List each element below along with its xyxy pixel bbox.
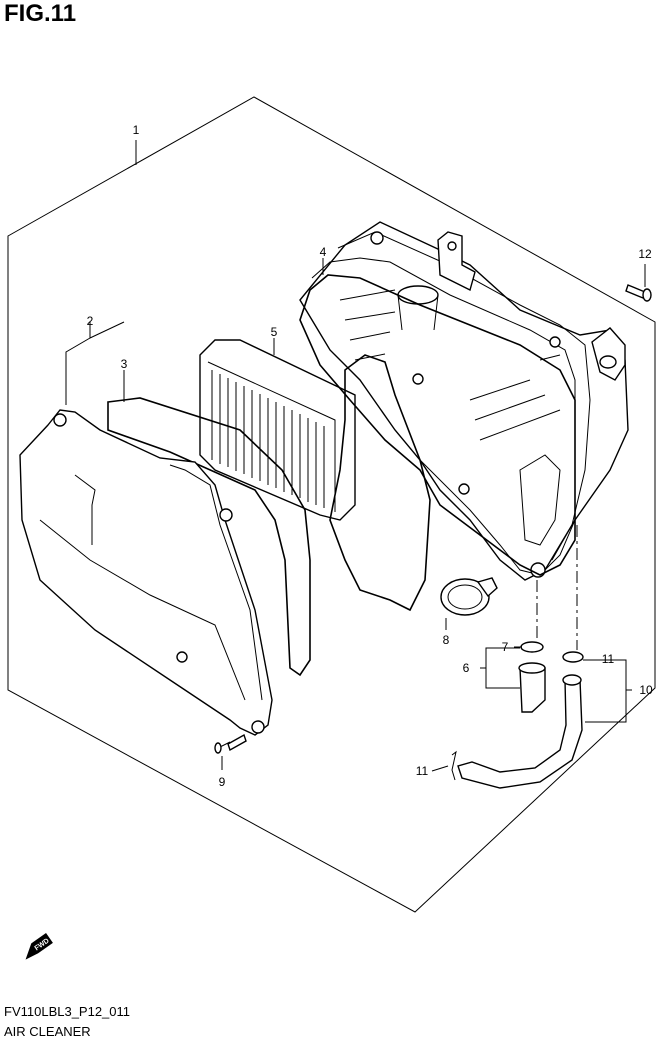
- callout-5: 5: [271, 325, 278, 339]
- air-cleaner-case: [299, 221, 629, 581]
- callout-2: 2: [87, 314, 94, 328]
- figure-title: FIG.11: [4, 0, 77, 27]
- screw-9: [214, 733, 247, 754]
- filter-pleats: [211, 370, 325, 508]
- air-cleaner-cap: [19, 409, 273, 736]
- fwd-arrow-icon: FWD: [25, 933, 53, 960]
- frame-ring: [329, 354, 431, 612]
- drain-hose: [457, 674, 583, 789]
- callout-3: 3: [121, 357, 128, 371]
- callout-8: 8: [443, 633, 450, 647]
- callout-10: 10: [639, 683, 653, 697]
- callout-9: 9: [219, 775, 226, 789]
- leader-2: [65, 321, 125, 405]
- drain-plug: [518, 662, 546, 713]
- drawing-code: FV110LBL3_P12_011: [4, 1004, 131, 1019]
- leader-10: [583, 659, 632, 723]
- callout-1: 1: [133, 123, 140, 137]
- callout-11-lower: 11: [416, 764, 429, 778]
- callout-12: 12: [638, 247, 652, 261]
- assembly-outline: [7, 96, 656, 913]
- callout-11-upper: 11: [602, 652, 615, 666]
- leader-6: [480, 647, 520, 689]
- callout-4: 4: [320, 245, 327, 259]
- case-seal: [299, 274, 576, 576]
- callout-7: 7: [502, 640, 509, 654]
- section-name: AIR CLEANER: [4, 1024, 91, 1039]
- air-filter-element: [199, 339, 356, 521]
- clip-11-upper: [562, 651, 584, 663]
- screw-12: [625, 284, 652, 302]
- leader-11b: [431, 765, 449, 772]
- seal-gasket: [107, 397, 311, 677]
- callout-6: 6: [463, 661, 470, 675]
- clip-11-lower: [451, 750, 457, 781]
- hose-clamp: [440, 577, 498, 616]
- clip-7: [520, 641, 544, 653]
